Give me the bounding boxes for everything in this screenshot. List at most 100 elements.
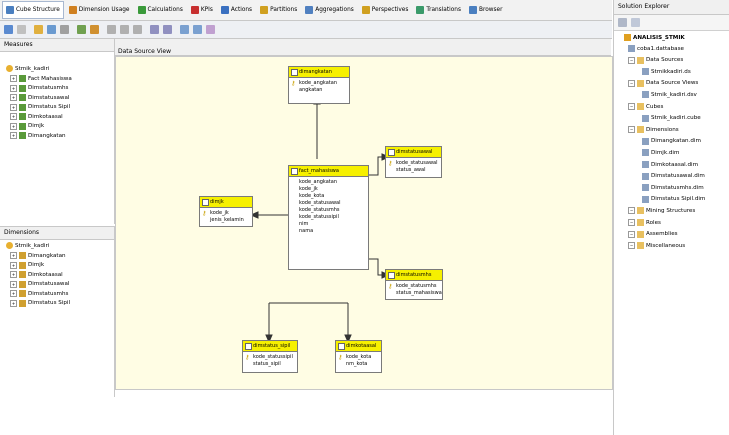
solution-node[interactable]: Dimstatus Sipil.dim: [642, 195, 705, 203]
tab-translations[interactable]: Translations: [413, 2, 464, 18]
solution-node[interactable]: −Data Source Views: [628, 79, 698, 87]
folder-icon: [637, 242, 644, 250]
solution-node-label: Dimkotaasal.dim: [651, 161, 699, 168]
zoom-dropdown-icon[interactable]: [193, 25, 202, 34]
delete-icon[interactable]: [107, 25, 116, 34]
solution-node[interactable]: − Miscellaneous: [628, 242, 686, 250]
table-dimkotaasal[interactable]: dimkotaasal kode_kota nm_kota: [335, 340, 382, 373]
expand-icon[interactable]: +: [10, 75, 17, 82]
collapse-icon[interactable]: −: [628, 56, 635, 64]
zoom-icon[interactable]: [180, 25, 189, 34]
table-dimangkatan[interactable]: dimangkatan kode_angkatan angkatan: [288, 66, 350, 104]
new-measure-icon[interactable]: [34, 25, 43, 34]
collapse-icon[interactable]: −: [628, 79, 635, 87]
solution-node[interactable]: −Data Sources: [628, 56, 683, 64]
tree-item[interactable]: +Dimstatus Sipil: [10, 299, 70, 307]
collapse-icon[interactable]: −: [628, 126, 635, 134]
expand-icon[interactable]: +: [10, 261, 17, 269]
solution-node-label: Miscellaneous: [646, 242, 686, 249]
collapse-icon[interactable]: −: [628, 230, 635, 238]
add-dimension-icon[interactable]: [77, 25, 86, 34]
expand-icon[interactable]: +: [10, 299, 17, 307]
properties-icon[interactable]: [618, 18, 627, 27]
table-dimstatus-sipil[interactable]: dimstatus_sipil kode_statussipil status_…: [242, 340, 298, 373]
expand-icon[interactable]: +: [10, 290, 17, 297]
tab-dimension-usage[interactable]: Dimension Usage: [66, 2, 133, 18]
solution-node[interactable]: Dimkotaasal.dim: [642, 161, 698, 168]
expand-icon[interactable]: +: [10, 271, 17, 278]
project-icon: [624, 34, 631, 41]
tab-actions[interactable]: Actions: [218, 2, 255, 18]
dropdown-icon[interactable]: [60, 25, 69, 34]
tab-icon: [190, 6, 199, 14]
measure-group-icon: [19, 299, 26, 307]
tab-perspectives[interactable]: Perspectives: [359, 2, 412, 18]
tree-item[interactable]: +Dimjk: [10, 122, 44, 130]
collapse-icon[interactable]: −: [628, 242, 635, 250]
tab-browser[interactable]: Browser: [466, 2, 506, 18]
solution-node[interactable]: Dimangkatan.dim: [642, 137, 701, 145]
solution-node[interactable]: −Cubes: [628, 103, 663, 110]
show-table-icon[interactable]: [150, 25, 159, 34]
tab-label: Partitions: [270, 7, 298, 13]
tab-cube-structure[interactable]: Cube Structure: [2, 1, 64, 19]
expand-icon[interactable]: +: [10, 132, 17, 139]
tree-item[interactable]: +Dimkotaasal: [10, 113, 63, 120]
solution-node[interactable]: coba1.dattabase: [628, 45, 684, 52]
add-cube-dimension-icon[interactable]: [90, 25, 99, 34]
arrange-icon[interactable]: [163, 25, 172, 34]
expand-icon[interactable]: +: [10, 84, 17, 92]
expand-icon[interactable]: +: [10, 113, 17, 120]
expand-icon[interactable]: +: [10, 280, 17, 288]
collapse-icon[interactable]: −: [628, 207, 635, 215]
tree-item[interactable]: +Dimstatusmhs: [10, 290, 68, 297]
new-group-icon[interactable]: [47, 25, 56, 34]
tree-item[interactable]: +Dimangkatan: [10, 252, 66, 259]
options-icon[interactable]: [206, 25, 215, 34]
tree-item[interactable]: +Dimstatusmhs: [10, 84, 68, 92]
measures-root[interactable]: Stmik_kadiri: [6, 65, 49, 72]
tab-calculations[interactable]: Calculations: [135, 2, 186, 18]
tree-item[interactable]: +Dimjk: [10, 261, 44, 269]
process-icon[interactable]: [4, 25, 13, 34]
solution-node[interactable]: Dimstatusmhs.dim: [642, 184, 704, 192]
tree-item[interactable]: +Dimangkatan: [10, 132, 66, 139]
solution-node[interactable]: −Roles: [628, 219, 661, 226]
cube-icon: [6, 65, 13, 72]
solution-node[interactable]: −Dimensions: [628, 126, 679, 134]
collapse-icon[interactable]: −: [628, 103, 635, 110]
tree-item[interactable]: +Fact Mahasiswa: [10, 75, 72, 82]
expand-icon[interactable]: +: [10, 252, 17, 259]
solution-node[interactable]: Dimjk.dim: [642, 149, 679, 157]
solution-node[interactable]: Stmik_kadiri.dsv: [642, 91, 697, 99]
tree-item[interactable]: +Dimstatusawal: [10, 280, 69, 288]
tab-aggregations[interactable]: Aggregations: [302, 2, 357, 18]
solution-node[interactable]: Stmik_kadiri.cube: [642, 114, 701, 122]
expand-icon[interactable]: +: [10, 103, 17, 111]
tree-item[interactable]: +Dimstatusawal: [10, 94, 69, 101]
move-up-icon[interactable]: [120, 25, 129, 34]
move-down-icon[interactable]: [133, 25, 142, 34]
tree-item[interactable]: +Dimkotaasal: [10, 271, 63, 278]
solution-node[interactable]: −Mining Structures: [628, 207, 695, 215]
tab-label: Browser: [478, 7, 503, 13]
solution-node[interactable]: Dimstatusawal.dim: [642, 172, 705, 180]
collapse-icon[interactable]: −: [628, 219, 635, 226]
solution-node[interactable]: Stmikkadiri.ds: [642, 68, 691, 76]
expand-icon[interactable]: +: [10, 94, 17, 101]
tab-label: Cube Structure: [16, 7, 60, 13]
tab-partitions[interactable]: Partitions: [257, 2, 300, 18]
tab-kpis[interactable]: KPIs: [188, 2, 216, 18]
dimensions-root[interactable]: Stmik_kadiri: [6, 242, 49, 249]
project-node[interactable]: ANALISIS_STMIK: [624, 34, 685, 41]
table-dimstatusawal[interactable]: dimstatusawal kode_statusawal status_awa…: [385, 146, 442, 178]
refresh-icon[interactable]: [17, 25, 26, 34]
expand-icon[interactable]: +: [10, 122, 17, 130]
table-dimstatusmhs[interactable]: dimstatusmhs kode_statusmhs status_mahas…: [385, 269, 443, 300]
solution-node[interactable]: −Assemblies: [628, 230, 678, 238]
show-all-files-icon[interactable]: [631, 18, 640, 27]
tree-item[interactable]: +Dimstatus Sipil: [10, 103, 70, 111]
table-dimjk[interactable]: dimjk kode_jk jenis_kelamin: [199, 196, 253, 227]
